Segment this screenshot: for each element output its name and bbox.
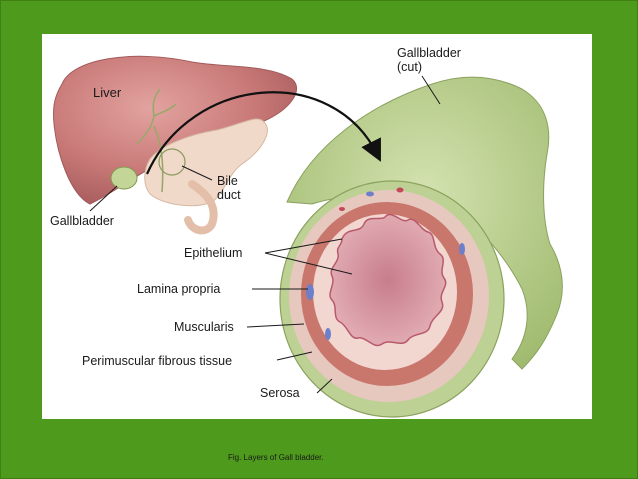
label-epithelium: Epithelium [184,246,243,260]
label-perimuscular-fibrous-tissue: Perimuscular fibrous tissue [82,354,233,368]
label-liver: Liver [93,85,122,100]
pancreas [144,118,268,207]
figure-caption: Fig. Layers of Gall bladder. [228,453,324,462]
epithelium-lumen [329,213,447,347]
vessel [325,328,331,340]
curved-arrow [145,91,381,175]
vessel [459,243,465,255]
gallbladder-illustration [53,55,563,418]
vessel [366,191,374,197]
small-gallbladder [110,166,138,190]
label-bile-line1: Bile [217,174,238,188]
label-muscularis: Muscularis [174,320,234,334]
vessel [306,284,314,300]
label-bile-duct: Bile duct [217,174,241,202]
label-gallbladder-cut: Gallbladder (cut) [397,46,461,74]
label-gallbladder: Gallbladder [50,214,114,228]
duct-loop [158,148,186,176]
duodenum [184,180,218,235]
bile-duct-tree [136,88,177,193]
diagram-panel: Liver Gallbladder (cut) Bile duct Gallbl… [42,34,592,419]
label-gallbladder-cut-line2: (cut) [397,60,422,74]
label-lamina-propria: Lamina propria [137,282,221,296]
vessel [396,187,404,193]
label-gallbladder-cut-line1: Gallbladder [397,46,461,60]
vessel [339,207,345,211]
label-bile-line2: duct [217,188,241,202]
label-serosa: Serosa [260,386,300,400]
leader-lines [89,75,441,394]
